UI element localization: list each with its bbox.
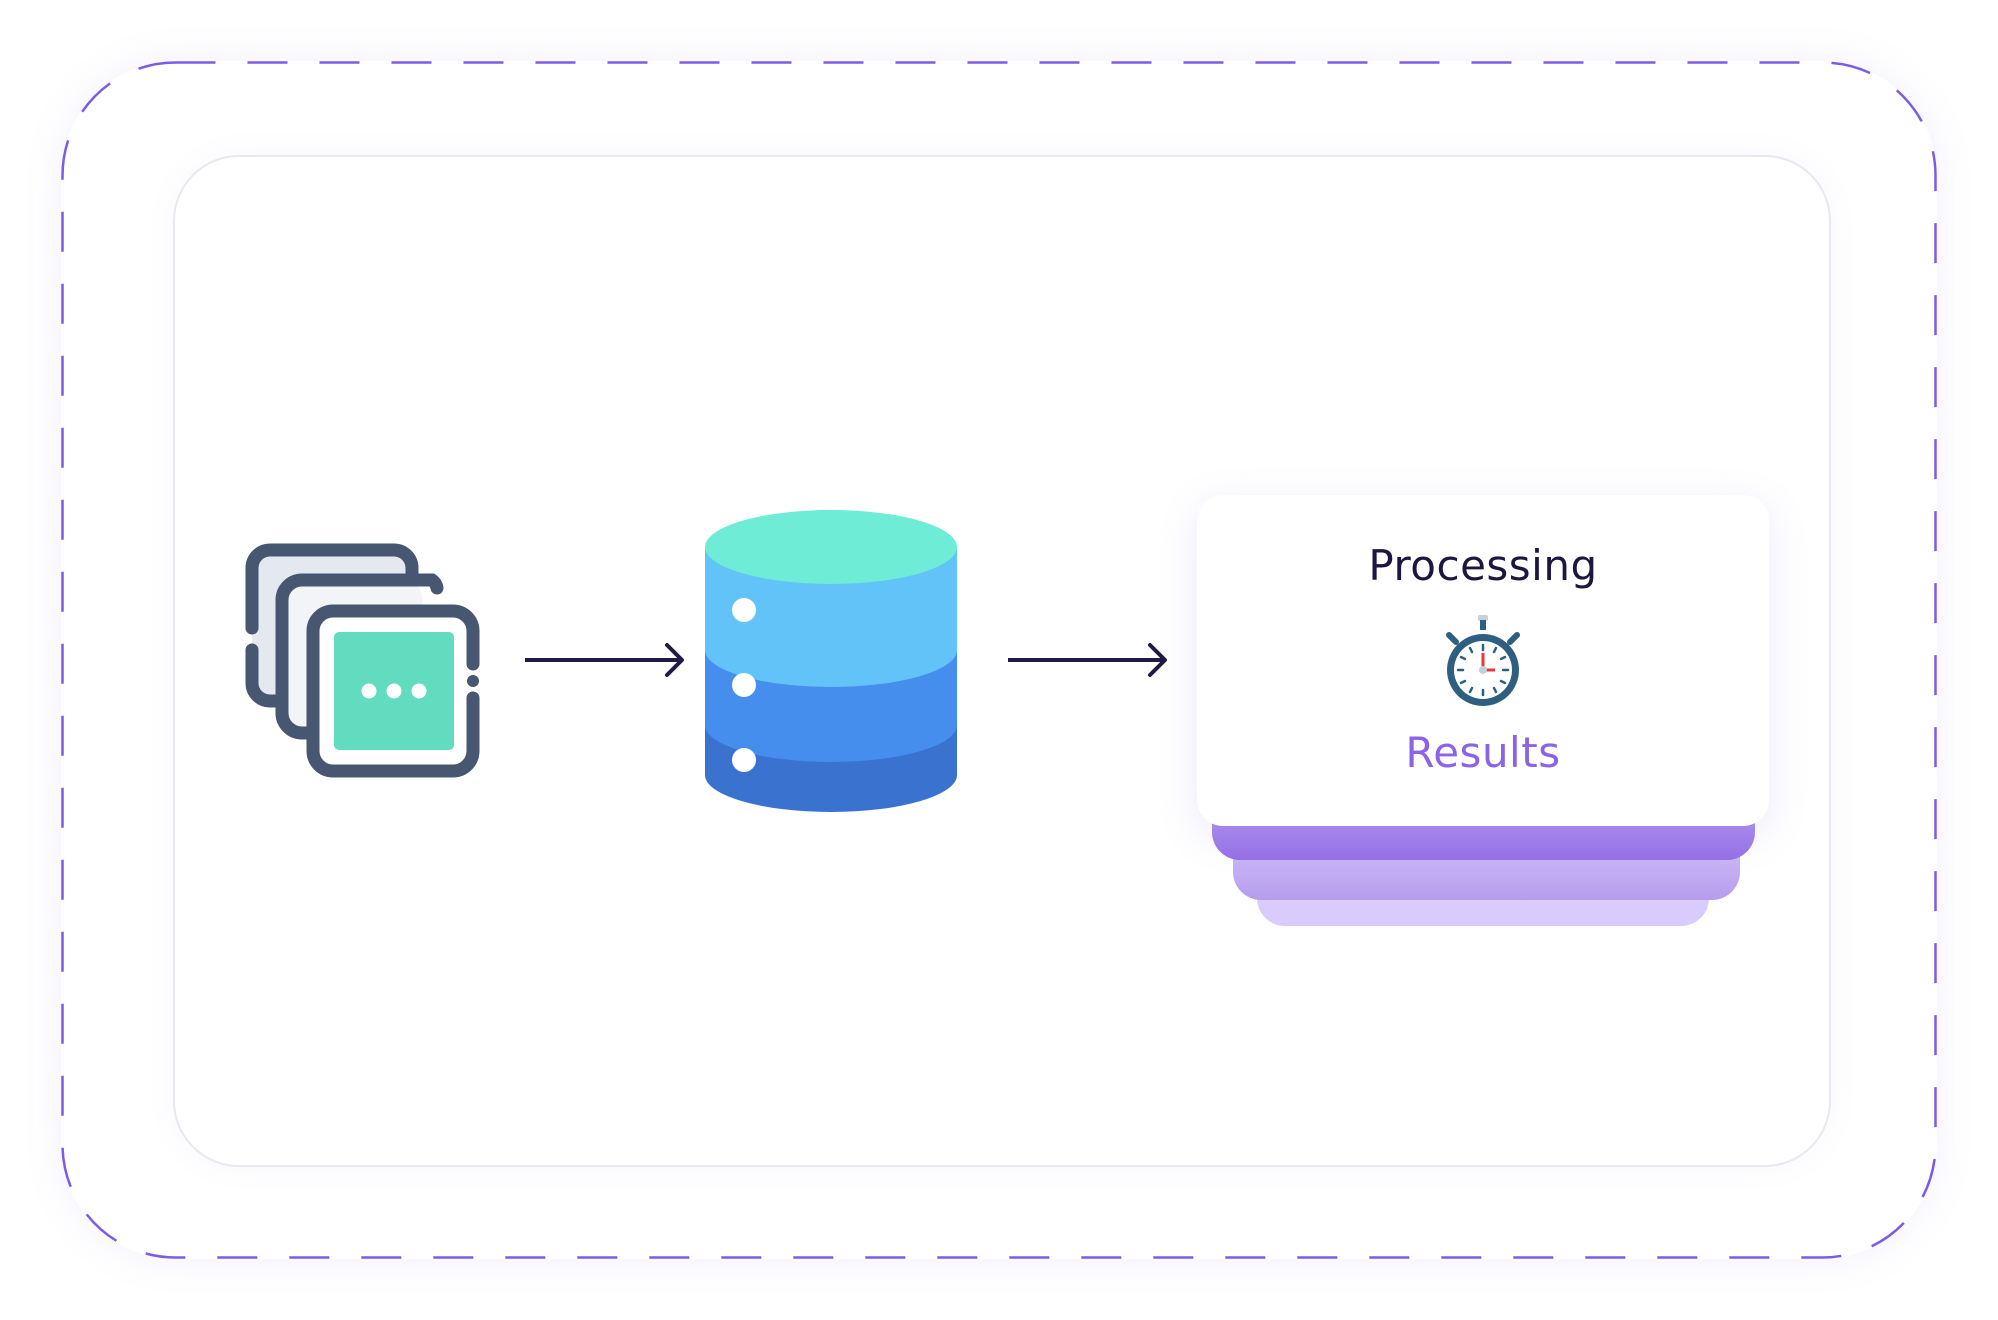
arrow-docs-to-database — [525, 643, 684, 677]
processing-label: Processing — [1368, 541, 1598, 590]
results-card: Processing Results — [1197, 495, 1769, 826]
results-label: Results — [1405, 728, 1561, 777]
documents-stack-icon — [245, 543, 480, 778]
arrow-database-to-results — [1008, 643, 1167, 677]
stopwatch-icon — [1446, 615, 1520, 706]
database-icon — [705, 510, 957, 812]
dashed-border — [61, 61, 1937, 1259]
